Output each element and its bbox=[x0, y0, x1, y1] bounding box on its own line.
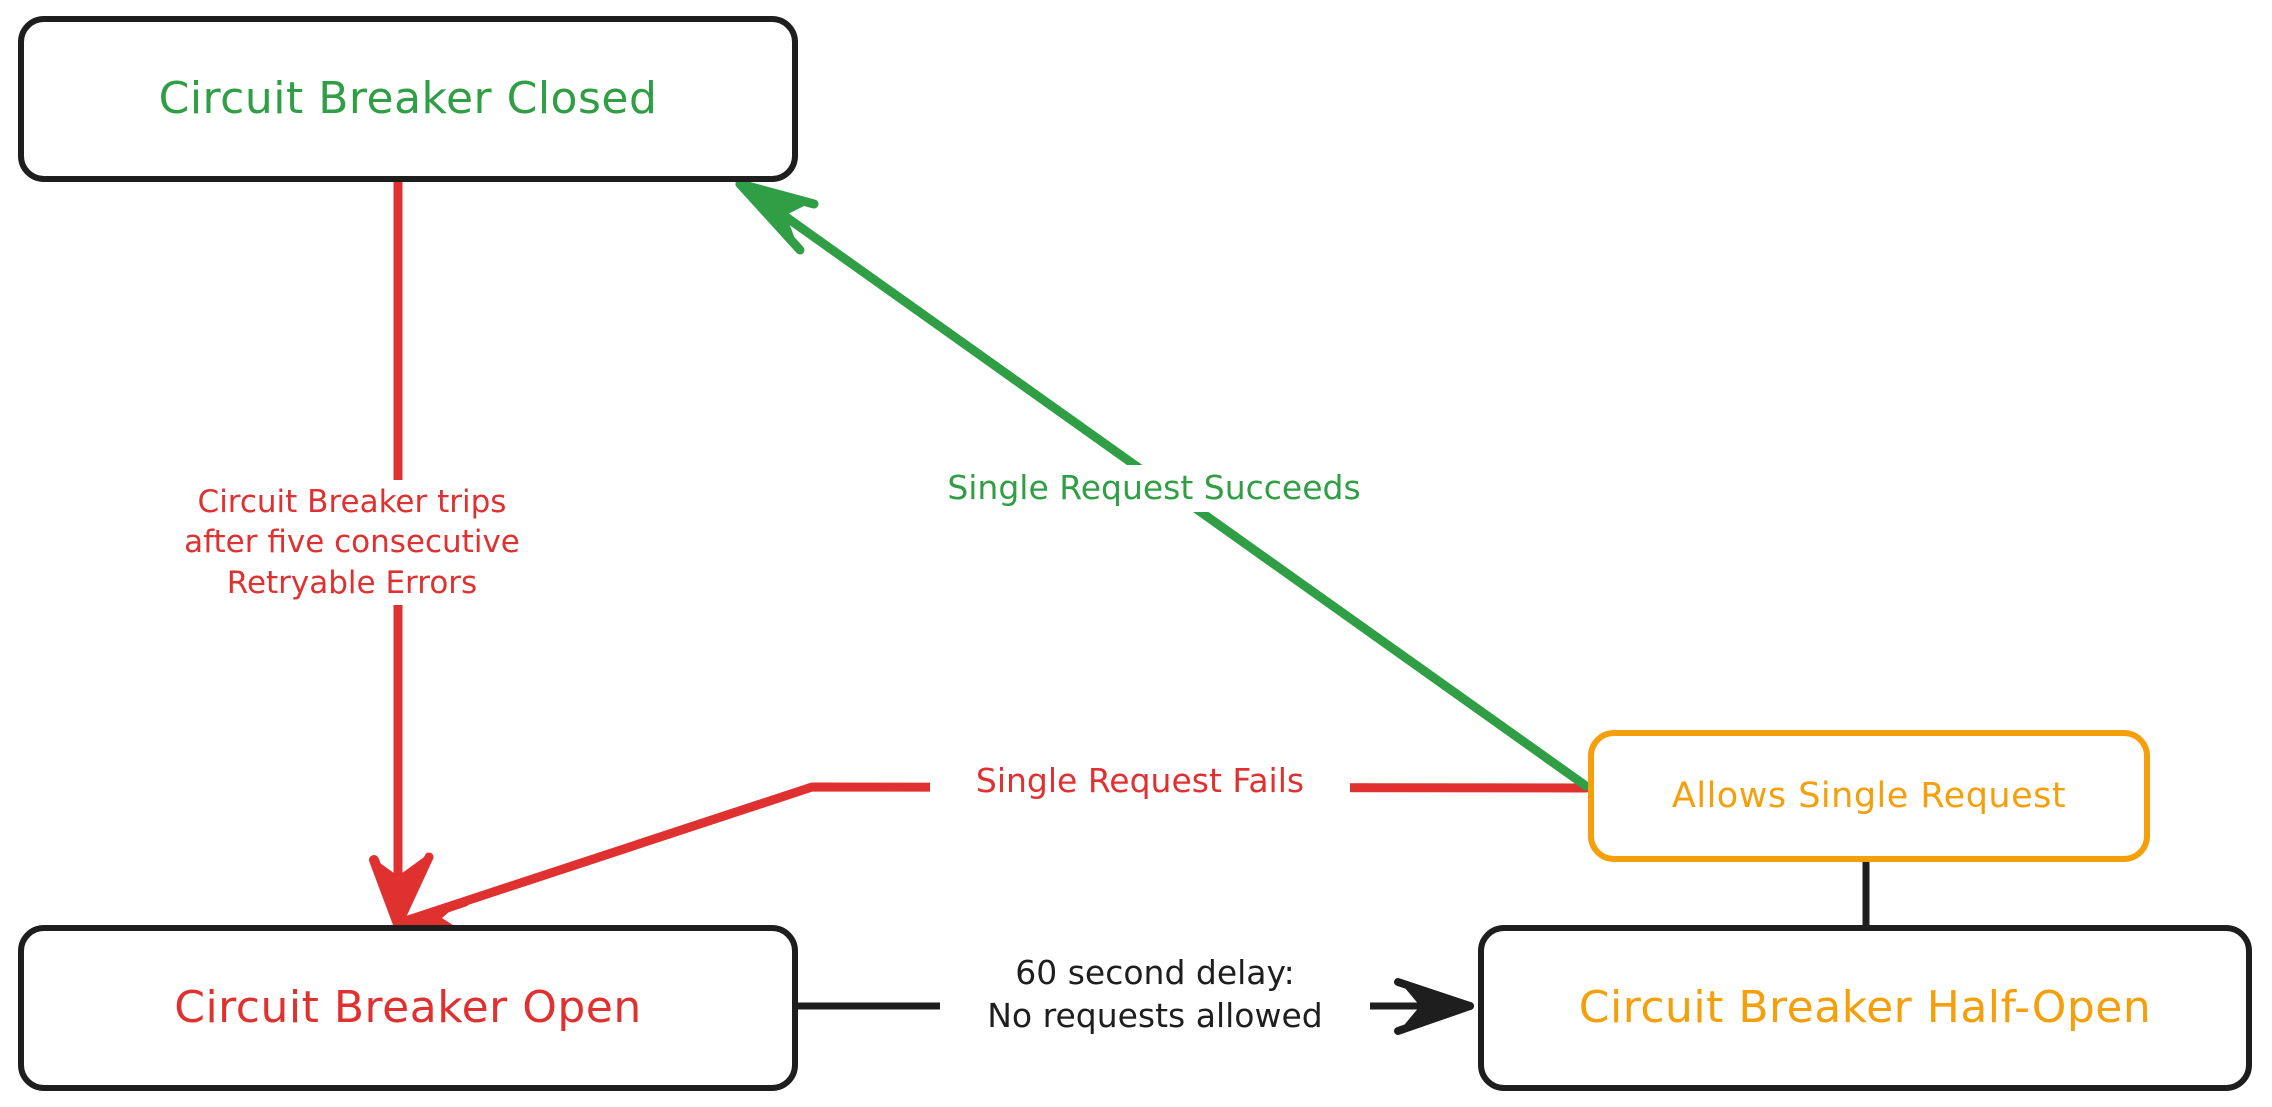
state-node-allows-single-request[interactable]: Allows Single Request bbox=[1588, 730, 2150, 862]
edge-label-trips: Circuit Breaker trips after five consecu… bbox=[152, 480, 552, 605]
edge-label-single-request-succeeds: Single Request Succeeds bbox=[904, 465, 1404, 512]
state-node-label: Circuit Breaker Half-Open bbox=[1578, 981, 2152, 1033]
state-node-label: Circuit Breaker Open bbox=[174, 981, 642, 1033]
state-node-label: Circuit Breaker Closed bbox=[158, 72, 658, 124]
state-node-circuit-breaker-open[interactable]: Circuit Breaker Open bbox=[18, 925, 798, 1091]
state-node-label: Allows Single Request bbox=[1671, 775, 2067, 816]
edge-label-single-request-fails: Single Request Fails bbox=[930, 758, 1350, 805]
state-node-circuit-breaker-half-open[interactable]: Circuit Breaker Half-Open bbox=[1478, 925, 2252, 1091]
edge-label-60-second-delay: 60 second delay: No requests allowed bbox=[940, 950, 1370, 1040]
edge-fails bbox=[393, 782, 1591, 943]
state-node-circuit-breaker-closed[interactable]: Circuit Breaker Closed bbox=[18, 16, 798, 182]
